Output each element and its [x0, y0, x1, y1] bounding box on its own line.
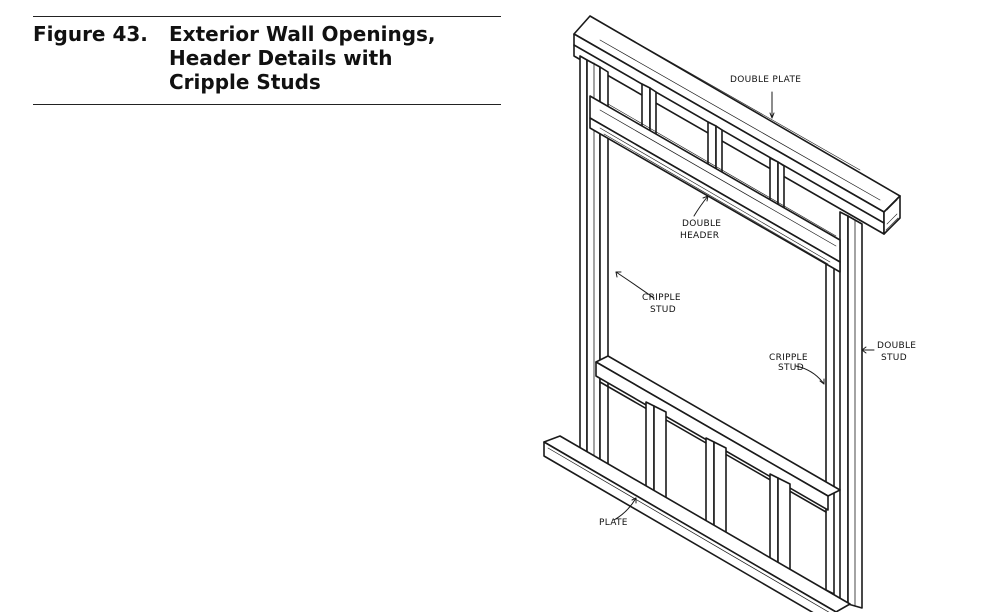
double-top-plate — [573, 15, 901, 235]
figure-title-line-3: Cripple Studs — [169, 70, 321, 94]
label-cripple-stud-left-1: CRIPPLE — [642, 293, 681, 303]
figure-title: Exterior Wall Openings, Header Details w… — [169, 22, 499, 94]
leader-lines — [613, 91, 875, 521]
label-cripple-stud-left-2: STUD — [650, 305, 676, 315]
lower-cripple-studs — [645, 401, 791, 583]
double-header — [589, 95, 841, 273]
window-sill — [595, 355, 841, 513]
label-double-stud-2: STUD — [881, 353, 907, 363]
figure-number: Figure 43. — [33, 22, 148, 46]
label-double-header-2: HEADER — [680, 231, 719, 241]
label-double-stud-1: DOUBLE — [877, 341, 916, 351]
figure-title-line-1: Exterior Wall Openings, — [169, 22, 436, 46]
label-cripple-stud-right-2: STUD — [778, 363, 804, 373]
right-double-stud — [825, 211, 863, 609]
label-double-header-1: DOUBLE — [682, 219, 721, 229]
caption-bottom-rule — [33, 104, 501, 105]
label-plate: PLATE — [599, 518, 628, 528]
bottom-plate — [543, 435, 851, 612]
caption-top-rule — [33, 16, 501, 17]
label-double-plate: DOUBLE PLATE — [730, 75, 801, 85]
label-cripple-stud-right-1: CRIPPLE — [769, 353, 808, 363]
figure-title-line-2: Header Details with — [169, 46, 393, 70]
